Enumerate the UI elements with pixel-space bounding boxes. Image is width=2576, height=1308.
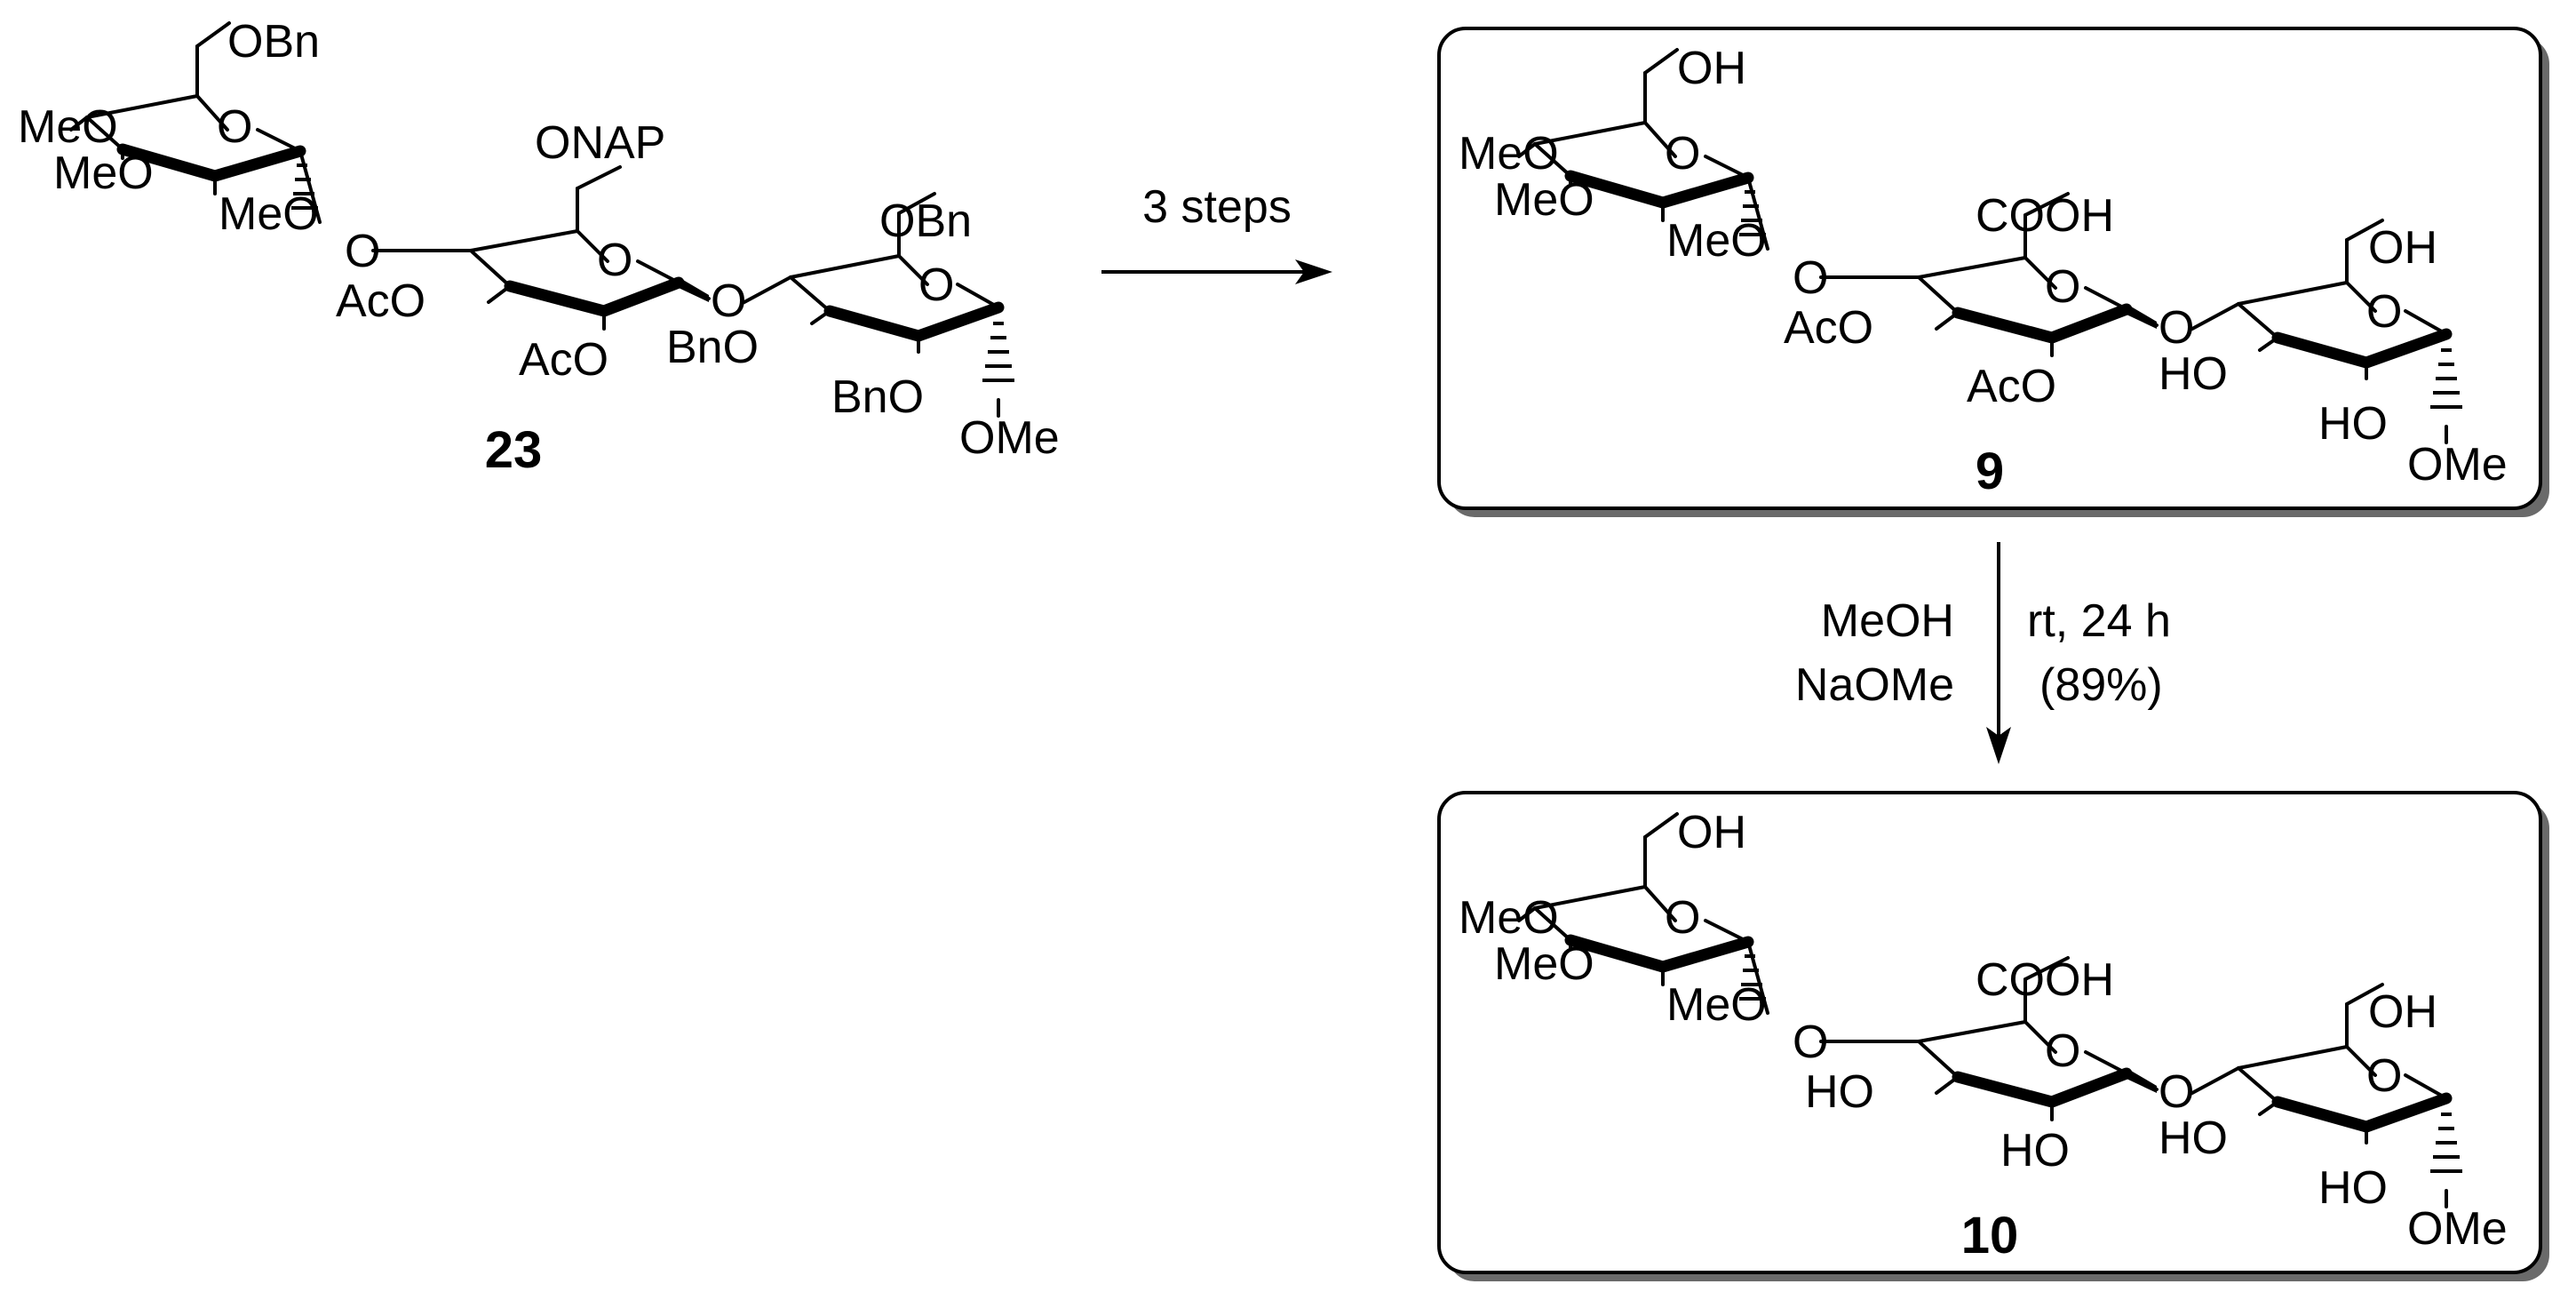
c9-a-c6-label: OH [1677,43,1746,94]
arrow2-yield: (89%) [2039,659,2163,711]
c9-b-o2-label: AcO [1967,361,2056,412]
c23-a-o4-label: MeO [18,101,118,153]
c9-c-aglycone: OMe [2407,439,2508,490]
arrow2-conditions: rt, 24 h [2027,595,2171,647]
c10-a-o3-label: MeO [1494,938,1594,990]
c10-a-o2-label: MeO [1666,979,1767,1031]
c23-b-c6-label: ONAP [535,117,665,169]
arrowhead-right-icon [1295,259,1332,284]
compound-23: OBn O MeO MeO MeO O ONAP O AcO AcO O OBn… [18,16,1060,479]
c10-c-ring-o: O [2366,1050,2402,1102]
c23-b-ring-o: O [597,235,632,286]
c23-a-o3-label: MeO [53,148,154,199]
compound-9: OH O MeO MeO MeO O COOH O AcO AcO O OH O… [1459,43,2508,500]
c23-a-link-o: O [345,226,380,277]
c9-c-ring-o: O [2366,286,2402,338]
c10-c-o3-label: HO [2159,1113,2228,1164]
c10-b-c6-label: COOH [1976,954,2114,1006]
c23-c-c6-label: OBn [879,195,972,247]
c10-c-o2-label: HO [2318,1162,2388,1214]
reaction-arrow-2: MeOH NaOMe rt, 24 h (89%) [1795,542,2171,764]
c9-b-link-o: O [2159,302,2194,354]
c23-b-o3-label: AcO [336,275,425,327]
c9-b-o3-label: AcO [1784,302,1873,354]
c10-b-link-o: O [2159,1066,2194,1118]
c23-c-ring-o: O [918,259,954,311]
c10-b-ring-o: O [2045,1025,2080,1077]
c10-c-aglycone: OMe [2407,1203,2508,1255]
c23-a-c6-label: OBn [227,16,320,68]
compound-10-box [1437,791,2549,1281]
c23-b-o2-label: AcO [519,334,608,386]
c9-b-c6-label: COOH [1976,190,2114,242]
c10-a-link-o: O [1793,1017,1828,1068]
c23-c-aglycone: OMe [959,412,1060,464]
c23-c-o3-label: BnO [666,322,759,373]
c23-c-o2-label: BnO [831,371,924,423]
c10-a-c6-label: OH [1677,807,1746,858]
compound-10-number: 10 [1961,1207,2019,1264]
c10-b-o3-label: HO [1805,1066,1874,1118]
arrow2-reagent-2: NaOMe [1795,659,1954,711]
reaction-arrow-1: 3 steps [1101,181,1332,284]
c9-a-o4-label: MeO [1459,128,1559,179]
c9-a-o3-label: MeO [1494,174,1594,226]
compound-9-number: 9 [1976,443,2004,500]
c23-a-o2-label: MeO [219,188,319,240]
c9-a-link-o: O [1793,252,1828,304]
compound-9-box [1437,27,2549,517]
c10-b-o2-label: HO [2000,1125,2070,1176]
arrow2-reagent-1: MeOH [1821,595,1954,647]
c9-c-o2-label: HO [2318,398,2388,450]
c9-a-o2-label: MeO [1666,215,1767,267]
arrow1-condition: 3 steps [1142,181,1292,233]
arrowhead-down-icon [1986,727,2011,764]
c9-b-ring-o: O [2045,261,2080,313]
c9-c-o3-label: HO [2159,348,2228,400]
compound-10: OH O MeO MeO MeO O COOH O HO HO O OH O H… [1459,807,2508,1264]
c10-a-ring-o: O [1665,892,1700,944]
c10-c-c6-label: OH [2368,986,2437,1038]
c23-b-link-o: O [711,275,746,327]
c10-a-o4-label: MeO [1459,892,1559,944]
compound-23-number: 23 [485,421,543,479]
c9-a-ring-o: O [1665,128,1700,179]
c9-c-c6-label: OH [2368,222,2437,274]
c23-a-ring-o: O [217,101,252,153]
